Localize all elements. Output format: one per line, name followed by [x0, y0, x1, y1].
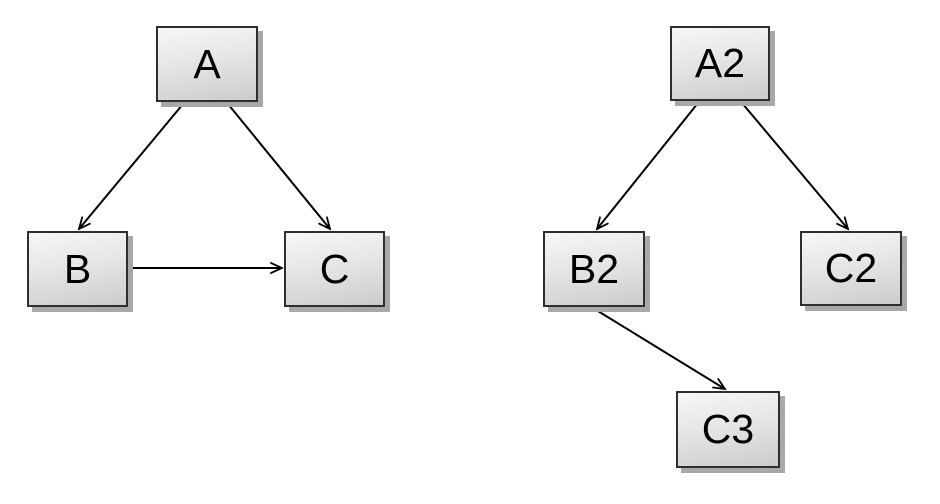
- node-A[interactable]: A: [156, 26, 258, 102]
- node-label: A2: [694, 40, 746, 86]
- node-label: A: [193, 40, 221, 87]
- node-label: C2: [824, 245, 878, 291]
- edge-A2-C2: [741, 102, 848, 229]
- node-A2[interactable]: A2: [670, 26, 770, 101]
- node-C[interactable]: C: [284, 231, 385, 307]
- edge-A2-B2: [597, 102, 699, 229]
- edge-A-B: [79, 103, 184, 229]
- edge-A-C: [227, 103, 330, 229]
- node-B[interactable]: B: [27, 231, 128, 307]
- node-label: C3: [701, 406, 755, 452]
- node-label: B: [63, 245, 92, 292]
- node-C3[interactable]: C3: [676, 391, 780, 468]
- node-C2[interactable]: C2: [800, 231, 902, 306]
- node-label: B2: [568, 245, 620, 292]
- edge-B2-C3: [592, 307, 725, 389]
- node-label: C: [319, 245, 350, 292]
- node-B2[interactable]: B2: [543, 231, 645, 307]
